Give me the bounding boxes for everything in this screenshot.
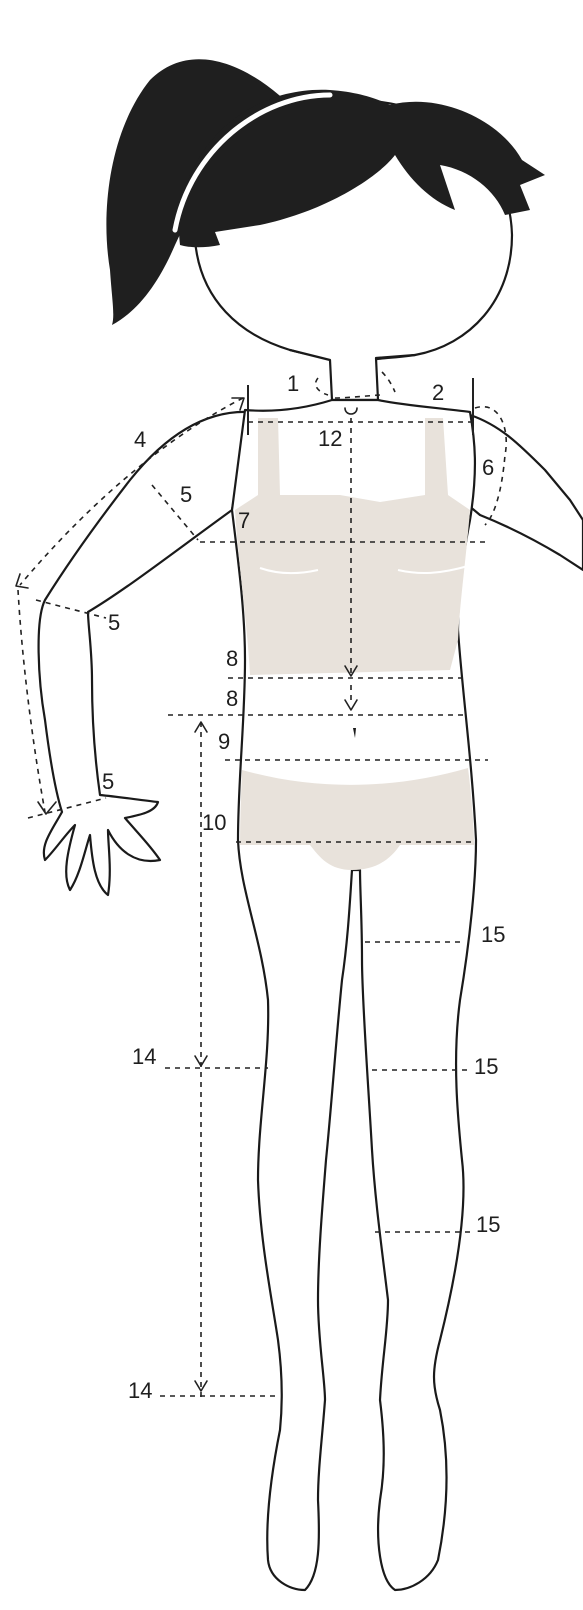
label-6: 6 bbox=[482, 455, 494, 480]
label-12: 12 bbox=[318, 426, 342, 451]
label-5-upper-arm: 5 bbox=[180, 482, 192, 507]
right-arm bbox=[462, 415, 583, 570]
label-9: 9 bbox=[218, 729, 230, 754]
label-15-knee: 15 bbox=[474, 1054, 498, 1079]
label-5-wrist: 5 bbox=[102, 769, 114, 794]
label-10: 10 bbox=[202, 810, 226, 835]
label-7: 7 bbox=[238, 508, 250, 533]
label-8-upper: 8 bbox=[226, 646, 238, 671]
label-5-elbow: 5 bbox=[108, 610, 120, 635]
label-14-knee: 14 bbox=[132, 1044, 156, 1069]
neck bbox=[290, 350, 415, 400]
label-4: 4 bbox=[134, 427, 146, 452]
label-2: 2 bbox=[432, 380, 444, 405]
label-15-calf: 15 bbox=[476, 1212, 500, 1237]
label-1: 1 bbox=[287, 371, 299, 396]
label-14-ankle: 14 bbox=[128, 1378, 152, 1403]
label-15-thigh: 15 bbox=[481, 922, 505, 947]
label-8-lower: 8 bbox=[226, 686, 238, 711]
